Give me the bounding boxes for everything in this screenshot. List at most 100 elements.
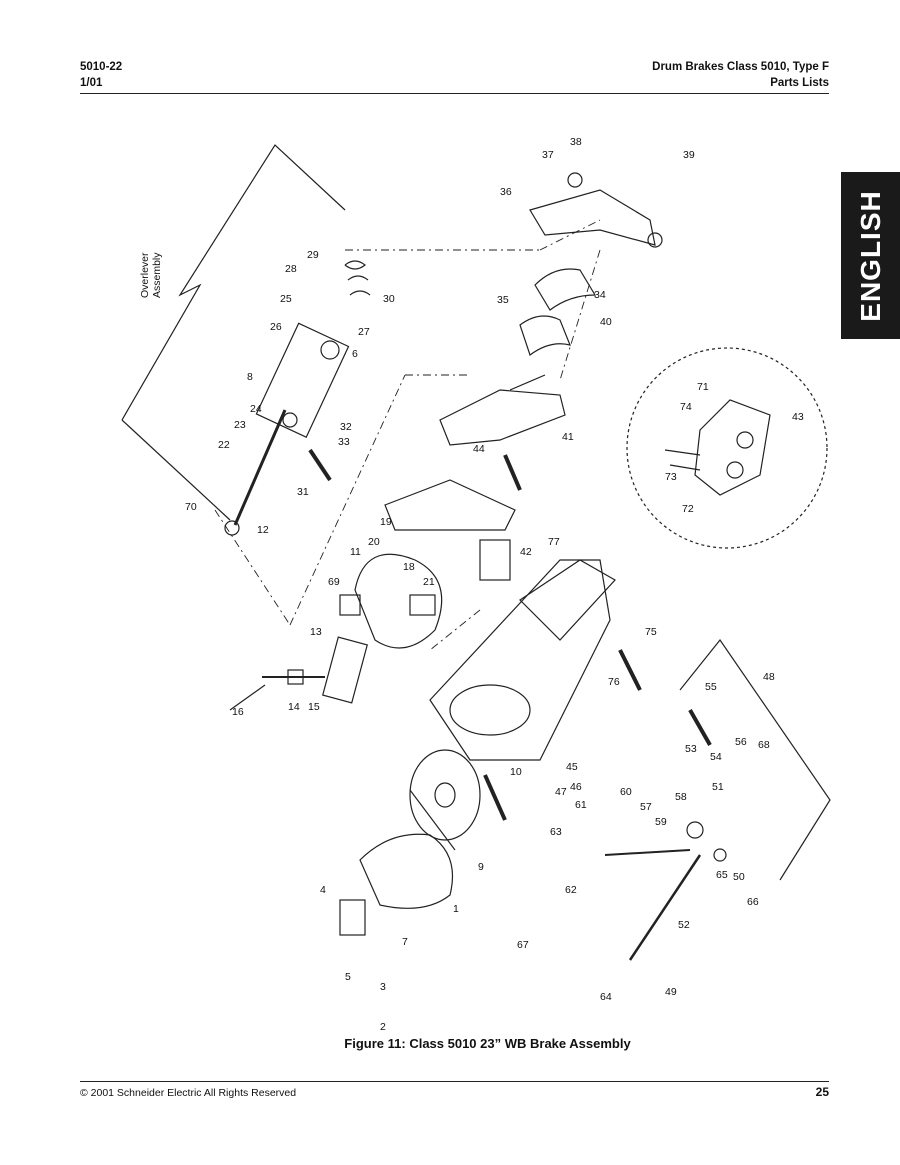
callout-3: 3	[380, 981, 386, 993]
callout-18: 18	[403, 561, 415, 573]
callout-22: 22	[218, 439, 230, 451]
callout-10: 10	[510, 766, 522, 778]
callout-37: 37	[542, 149, 554, 161]
adjuster-bolt	[229, 669, 325, 711]
callout-50: 50	[733, 871, 745, 883]
callout-65: 65	[716, 869, 728, 881]
callout-12: 12	[257, 524, 269, 536]
callout-36: 36	[500, 186, 512, 198]
upper-arm	[529, 172, 663, 248]
overlever-label-2: Assembly	[151, 252, 163, 298]
brake-drum	[409, 749, 481, 851]
callout-42: 42	[520, 546, 532, 558]
callout-45: 45	[566, 761, 578, 773]
callout-55: 55	[705, 681, 717, 693]
callout-62: 62	[565, 884, 577, 896]
callout-1: 1	[453, 903, 459, 915]
callout-57: 57	[640, 801, 652, 813]
callout-14: 14	[288, 701, 300, 713]
callout-33: 33	[338, 436, 350, 448]
page-number: 25	[815, 1085, 829, 1099]
callout-73: 73	[665, 471, 677, 483]
callout-24: 24	[250, 403, 262, 415]
callout-20: 20	[368, 536, 380, 548]
pin-31	[483, 774, 507, 821]
callout-51: 51	[712, 781, 724, 793]
callout-32: 32	[340, 421, 352, 433]
callout-29: 29	[307, 249, 319, 261]
callout-6: 6	[352, 348, 358, 360]
callout-75: 75	[645, 626, 657, 638]
detail-block	[664, 399, 771, 496]
footer-copyright: © 2001 Schneider Electric All Rights Res…	[80, 1087, 297, 1099]
callout-74: 74	[680, 401, 692, 413]
bracket	[322, 636, 368, 704]
callout-43: 43	[792, 411, 804, 423]
callout-71: 71	[697, 381, 709, 393]
doc-subtitle: Parts Lists	[770, 77, 829, 89]
language-tab: ENGLISH	[841, 172, 900, 339]
base-plate	[339, 833, 454, 936]
doc-date: 1/01	[80, 77, 103, 89]
callout-49: 49	[665, 986, 677, 998]
callout-15: 15	[308, 701, 320, 713]
footer-rule	[80, 1081, 829, 1082]
callout-64: 64	[600, 991, 612, 1003]
callout-31: 31	[297, 486, 309, 498]
callout-66: 66	[747, 896, 759, 908]
callout-61: 61	[575, 799, 587, 811]
header-left: 5010-22 1/01	[80, 59, 122, 91]
callout-28: 28	[285, 263, 297, 275]
callout-60: 60	[620, 786, 632, 798]
callout-77: 77	[548, 536, 560, 548]
callout-52: 52	[678, 919, 690, 931]
callout-40: 40	[600, 316, 612, 328]
callout-9: 9	[478, 861, 484, 873]
callout-53: 53	[685, 743, 697, 755]
callout-44: 44	[473, 443, 485, 455]
callout-47: 47	[555, 786, 567, 798]
callout-41: 41	[562, 431, 574, 443]
callout-59: 59	[655, 816, 667, 828]
callout-23: 23	[234, 419, 246, 431]
header-rule	[80, 93, 829, 94]
callout-13: 13	[310, 626, 322, 638]
callout-4: 4	[320, 884, 326, 896]
callout-39: 39	[683, 149, 695, 161]
callout-69: 69	[328, 576, 340, 588]
base-frame	[429, 559, 616, 761]
callout-labels: 1 2 3 4 5 6 7 8 9 10 11 12 13 14 15 16 1…	[139, 136, 804, 1030]
callout-34: 34	[594, 289, 606, 301]
overlever-rod	[224, 260, 371, 536]
callout-2: 2	[380, 1021, 386, 1030]
guide-lines	[214, 219, 601, 651]
linkage-boundary	[679, 638, 831, 881]
overlever-boundary	[121, 144, 346, 421]
callout-58: 58	[675, 791, 687, 803]
callout-25: 25	[280, 293, 292, 305]
callout-26: 26	[270, 321, 282, 333]
callout-11: 11	[350, 546, 361, 558]
callout-67: 67	[517, 939, 529, 951]
linkage-rods	[604, 821, 727, 961]
callout-70: 70	[185, 501, 197, 513]
callout-54: 54	[710, 751, 722, 763]
detail-circle	[626, 347, 828, 549]
callout-48: 48	[763, 671, 775, 683]
callout-16: 16	[232, 706, 244, 718]
brake-shoe	[339, 553, 443, 649]
brake-lining	[519, 268, 597, 356]
callout-7: 7	[402, 936, 408, 948]
callout-8: 8	[247, 371, 253, 383]
doc-title: Drum Brakes Class 5010, Type F	[652, 61, 829, 73]
callout-63: 63	[550, 826, 562, 838]
callout-56: 56	[735, 736, 747, 748]
callout-38: 38	[570, 136, 582, 148]
figure-caption: Figure 11: Class 5010 23” WB Brake Assem…	[344, 1036, 631, 1051]
callout-19: 19	[380, 516, 392, 528]
callout-72: 72	[682, 503, 694, 515]
callout-76: 76	[608, 676, 620, 688]
callout-68: 68	[758, 739, 770, 751]
callout-46: 46	[570, 781, 582, 793]
overlever-label-1: Overlever	[139, 252, 151, 298]
